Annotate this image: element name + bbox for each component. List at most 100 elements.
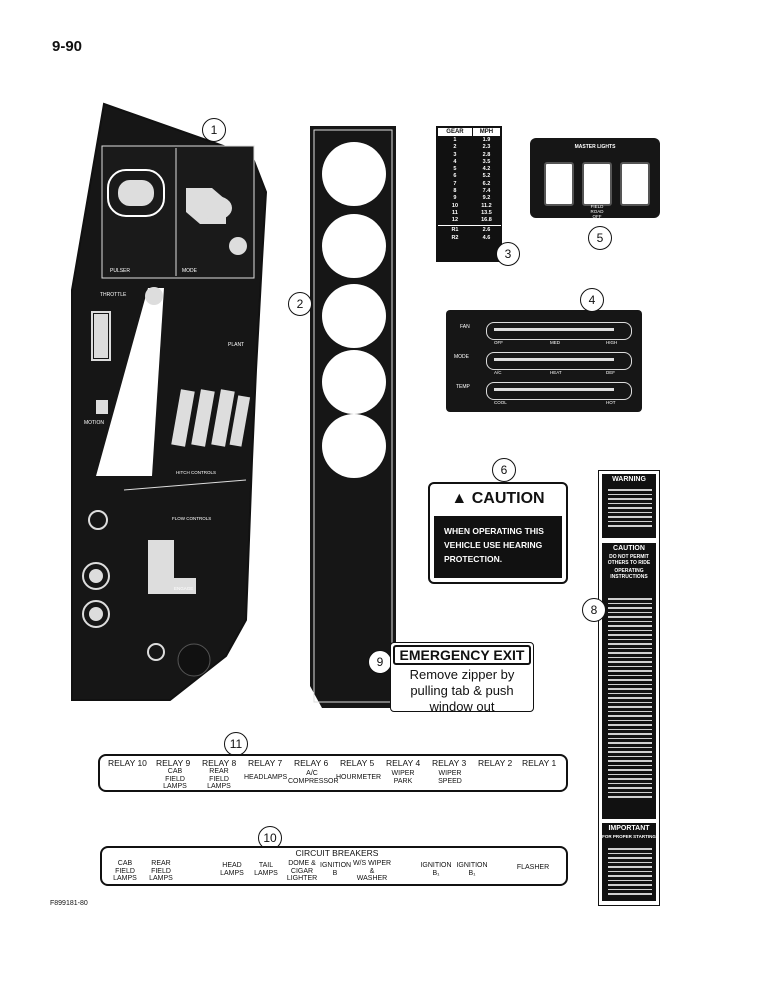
caution-hearing-decal: ▲ CAUTION WHEN OPERATING THIS VEHICLE US… xyxy=(428,482,568,584)
warning-triangle-icon: ▲ xyxy=(451,490,468,507)
master-lights-caption: FIELD ROAD OFF xyxy=(590,204,604,219)
relay-function: HEADLAMPS xyxy=(244,774,288,781)
relay-function: CAB FIELD LAMPS xyxy=(163,768,187,790)
mph-cell: 4.2 xyxy=(482,166,491,173)
gear-cell: 6 xyxy=(453,173,457,180)
warning-strip-important-sub: FOR PROPER STARTING xyxy=(602,834,656,839)
console-label-pulser: PULSER xyxy=(110,268,131,274)
gear-cell: 11 xyxy=(452,209,458,216)
gear-header: GEAR xyxy=(437,127,473,137)
relay-label: RELAY 4 xyxy=(386,758,421,768)
relay-function: A/C COMPRESSOR xyxy=(288,770,339,785)
console-label-engage: ENGAGE xyxy=(174,586,194,591)
relay-decal: RELAY 10 RELAY 9 RELAY 8 RELAY 7 RELAY 6… xyxy=(98,754,568,792)
fan-label: FAN xyxy=(460,324,470,330)
mph-cell: 11.2 xyxy=(481,202,492,209)
breaker-item: FLASHER xyxy=(516,864,550,871)
breaker-item: IGNITION B xyxy=(320,862,352,877)
caution-line-2: VEHICLE USE HEARING xyxy=(444,540,543,550)
relay-function: WIPER SPEED xyxy=(438,770,462,785)
breaker-item: REAR FIELD LAMPS xyxy=(149,860,173,882)
mph-cell: 5.2 xyxy=(482,173,491,180)
mph-header: MPH xyxy=(471,127,502,137)
breaker-item: HEAD LAMPS xyxy=(220,862,244,877)
switch-left xyxy=(544,162,574,206)
callout-4: 4 xyxy=(580,288,604,312)
reverse-mph-cell: 4.6 xyxy=(482,234,491,241)
mph-cell: 3.5 xyxy=(482,158,491,165)
callout-1: 1 xyxy=(202,118,226,142)
console-decal xyxy=(71,102,268,701)
temp-left: COOL xyxy=(494,400,507,405)
console-label-hitch: HITCH CONTROLS xyxy=(176,470,217,475)
warning-strip-title: WARNING xyxy=(612,476,646,483)
callout-5: 5 xyxy=(588,226,612,250)
console-label-plant: PLANT xyxy=(228,342,245,348)
hvac-control-panel: FAN MODE TEMP OFF MED HIGH A/C HEAT DEF … xyxy=(446,310,642,412)
switch-right xyxy=(620,162,650,206)
fan-right: HIGH xyxy=(606,340,618,345)
callout-9: 9 xyxy=(368,650,392,674)
relay-label: RELAY 7 xyxy=(248,758,283,768)
relay-label: RELAY 5 xyxy=(340,758,375,768)
gear-cell: 12 xyxy=(451,217,459,224)
warning-strip-operating: OPERATING INSTRUCTIONS xyxy=(610,568,648,580)
callout-2: 2 xyxy=(288,292,312,316)
fan-mid: MED xyxy=(550,340,560,345)
caution-title: CAUTION xyxy=(471,490,545,507)
gear-cell: 2 xyxy=(453,144,457,151)
master-lights-title: MASTER LIGHTS xyxy=(574,144,616,150)
gear-cell: 3 xyxy=(453,151,457,158)
breaker-item: W/S WIPER & WASHER xyxy=(352,860,392,882)
reverse-gear-cell: R2 xyxy=(451,234,459,241)
temp-right: HOT xyxy=(606,400,616,405)
switch-middle xyxy=(582,162,612,206)
console-label-motion: MOTION xyxy=(84,420,104,426)
mode-right: DEF xyxy=(606,370,615,375)
mph-cell: 7.4 xyxy=(482,188,491,195)
callout-6: 6 xyxy=(492,458,516,482)
breaker-item: IGNITION B₁ xyxy=(456,862,488,877)
relay-function: HOURMETER xyxy=(336,774,382,781)
mph-cell: 16.8 xyxy=(481,217,492,224)
console-label-throttle: THROTTLE xyxy=(100,292,127,298)
emergency-line-3: window out xyxy=(429,699,495,714)
warning-strip-decal: WARNING CAUTION DO NOT PERMIT OTHERS TO … xyxy=(598,470,660,906)
callout-3: 3 xyxy=(496,242,520,266)
breaker-item: TAIL LAMPS xyxy=(254,862,278,877)
relay-label: RELAY 9 xyxy=(156,758,191,768)
warning-strip-caution-sub: DO NOT PERMIT OTHERS TO RIDE xyxy=(607,554,651,566)
warning-strip-caution: CAUTION xyxy=(613,545,645,552)
relay-label: RELAY 2 xyxy=(478,758,513,768)
gauge-panel xyxy=(310,126,396,708)
breaker-item: DOME & CIGAR LIGHTER xyxy=(286,860,318,882)
circuit-breaker-decal: CIRCUIT BREAKERS CAB FIELD LAMPS REAR FI… xyxy=(100,846,568,886)
gear-cell: 9 xyxy=(453,195,457,202)
gear-cell: 8 xyxy=(453,188,457,195)
breaker-item: CAB FIELD LAMPS xyxy=(113,860,137,882)
caution-line-3: PROTECTION. xyxy=(444,554,503,564)
gear-cell: 10 xyxy=(451,202,459,209)
relay-label: RELAY 6 xyxy=(294,758,329,768)
mode-left: A/C xyxy=(494,370,502,375)
emergency-exit-title: EMERGENCY EXIT xyxy=(393,645,531,665)
console-label-mode: MODE xyxy=(182,268,197,274)
mode-label: MODE xyxy=(454,354,469,360)
callout-11: 11 xyxy=(224,732,248,756)
page-number: 9-90 xyxy=(52,38,83,55)
relay-label: RELAY 8 xyxy=(202,758,237,768)
caution-header: ▲ CAUTION xyxy=(430,484,566,514)
mph-cell: 6.2 xyxy=(482,180,491,187)
relay-function: REAR FIELD LAMPS xyxy=(207,768,231,790)
relay-label: RELAY 3 xyxy=(432,758,467,768)
emergency-line-1: Remove zipper by xyxy=(409,667,515,682)
mph-cell: 2.8 xyxy=(482,151,491,158)
relay-label: RELAY 10 xyxy=(108,758,147,768)
breaker-title: CIRCUIT BREAKERS xyxy=(295,848,379,858)
gear-cell: 7 xyxy=(453,180,457,187)
mode-mid: HEAT xyxy=(550,370,562,375)
fan-left: OFF xyxy=(494,340,503,345)
master-lights-panel: MASTER LIGHTS FIELD ROAD OFF xyxy=(530,138,660,219)
warning-strip-important: IMPORTANT xyxy=(608,825,650,832)
mph-cell: 2.3 xyxy=(482,144,491,151)
